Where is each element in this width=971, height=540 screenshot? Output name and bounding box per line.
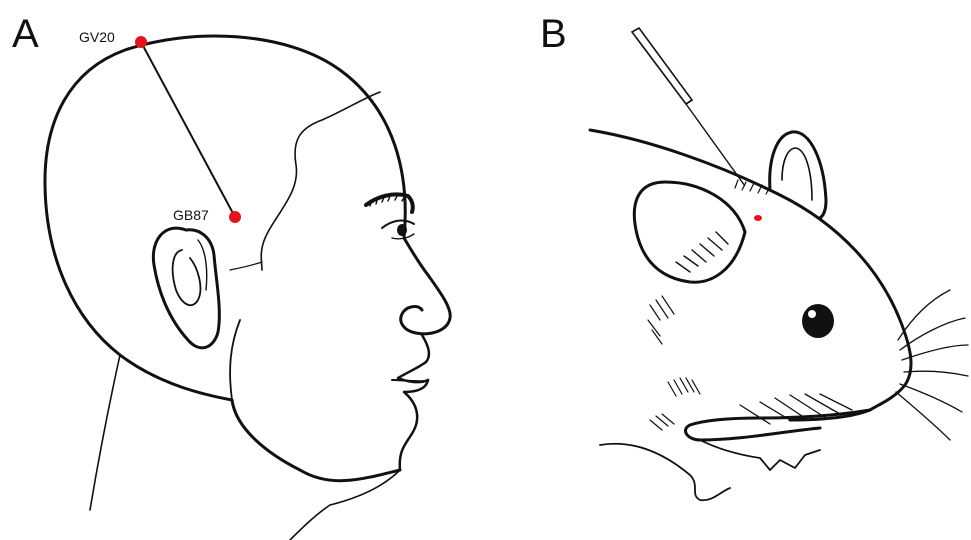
acupuncture-needle — [632, 28, 745, 186]
human-sideburn — [230, 262, 262, 270]
gb87-label: GB87 — [173, 208, 209, 222]
rat-ear-far-inner — [782, 148, 812, 200]
human-face-profile — [401, 238, 450, 334]
panel-a-letter: A — [12, 14, 39, 54]
rat-mouth-outline — [685, 410, 870, 440]
rat-eye-highlight — [808, 310, 816, 318]
human-lip-split — [392, 380, 426, 381]
rat-cheek-fur — [648, 296, 700, 430]
human-head-drawing — [45, 36, 450, 540]
human-hairline — [261, 92, 380, 270]
rat-whiskers — [896, 290, 968, 440]
human-jaw-line — [230, 320, 240, 400]
human-neck-back — [90, 355, 120, 510]
acupoint-connector-line — [141, 42, 235, 217]
rat-ear-near-fur — [676, 232, 728, 272]
human-ear-inner — [173, 250, 201, 305]
human-lower-lip-chin — [400, 380, 428, 470]
rat-chin-fur — [700, 440, 820, 470]
human-upper-lip — [398, 362, 428, 382]
gb87-point-marker — [229, 211, 241, 223]
rat-acupoint-marker — [754, 215, 762, 221]
rat-head-outline — [590, 130, 911, 420]
panel-b-letter: B — [540, 14, 567, 54]
human-eye-pupil — [397, 224, 407, 236]
rat-throat-fur — [600, 444, 730, 501]
human-ear-outer — [153, 228, 219, 348]
rat-head-drawing — [590, 130, 968, 500]
human-nose-lip-line — [422, 335, 429, 362]
gv20-label: GV20 — [79, 30, 115, 44]
rat-ear-near — [634, 182, 745, 282]
human-skull-outline — [45, 36, 405, 481]
rat-eye — [802, 304, 834, 338]
gv20-point-marker — [135, 36, 147, 48]
